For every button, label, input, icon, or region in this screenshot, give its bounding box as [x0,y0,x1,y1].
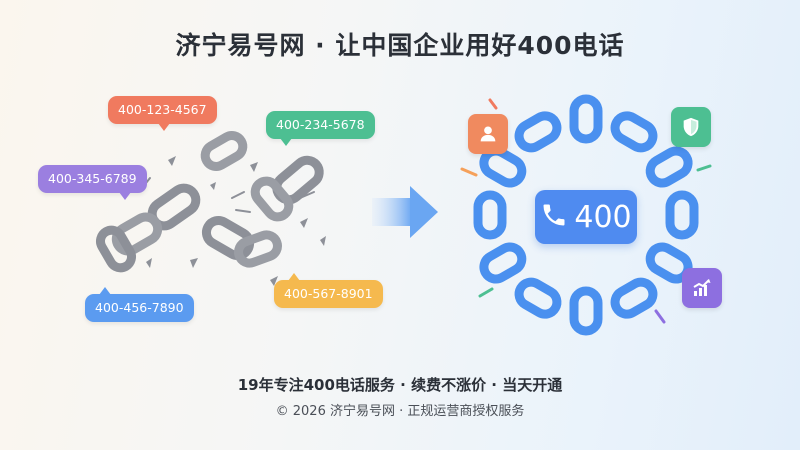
badge-400: 400 [535,190,637,244]
chain-link [473,190,507,240]
phone-number-bubble: 400-345-6789 [38,165,147,200]
badge-label: 400 [574,199,632,235]
phone-icon [540,201,568,233]
chain-link [610,111,658,153]
chain-link [514,111,562,153]
tagline: 19年专注400电话服务 · 续费不涨价 · 当天开通 [237,376,563,394]
user-icon [468,114,508,154]
growth-chart-icon [682,268,722,308]
chain-ring [473,94,699,336]
broken-chain [96,131,324,273]
phone-number-bubble: 400-456-7890 [85,287,194,322]
shield-icon [671,107,711,147]
chain-fragments [146,156,326,286]
chain-link [569,94,603,144]
arrow-right-icon [372,186,438,238]
chain-link [665,190,699,240]
chain-link [569,286,603,336]
phone-number-bubble: 400-123-4567 [108,96,217,131]
page-title: 济宁易号网 · 让中国企业用好400电话 [175,31,625,60]
phone-number-bubble: 400-567-8901 [274,273,383,308]
phone-number-bubble: 400-234-5678 [266,111,375,146]
chain-link [610,277,658,319]
copyright: © 2026 济宁易号网 · 正规运营商授权服务 [275,404,525,419]
chain-link [479,146,527,188]
chain-link [645,146,693,188]
chain-link [479,242,527,284]
chain-link [514,277,562,319]
decorative-dashes [460,98,712,324]
